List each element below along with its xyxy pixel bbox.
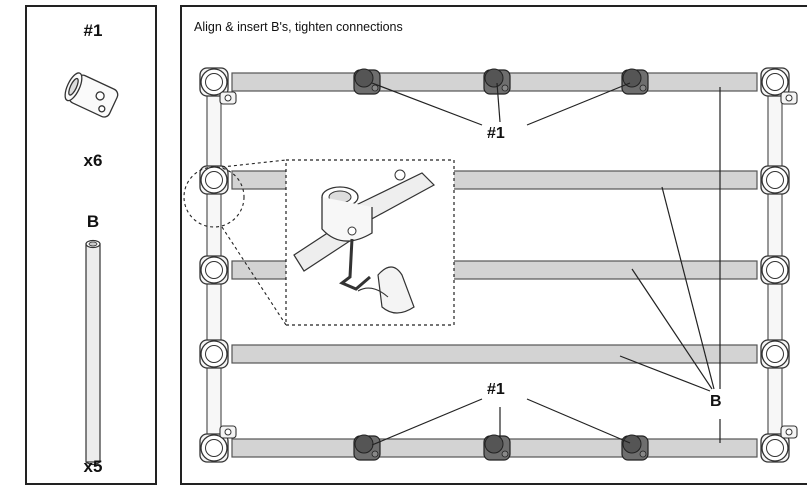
step-instruction: Align & insert B's, tighten connections (194, 20, 403, 34)
frame-diagram (183, 67, 798, 463)
right-fitting-row-5 (760, 425, 798, 463)
right-fitting-row-1 (760, 67, 798, 105)
connector-part-quantity: x6 (83, 151, 103, 170)
new-connector-bottom-2 (483, 434, 511, 461)
assembly-step-panel: Align & insert B's, tighten connections … (180, 5, 807, 485)
leader-bottom-3 (526, 398, 631, 444)
leader-top-2 (496, 82, 501, 123)
leader-b-4 (619, 355, 711, 392)
connector-part-id: #1 (83, 21, 103, 40)
pipe-part-icon (85, 239, 101, 466)
new-connector-top-1 (353, 68, 381, 95)
left-fitting-row-1 (199, 67, 237, 105)
left-fitting-row-2 (199, 165, 229, 195)
leader-bottom-1 (371, 398, 483, 446)
right-fitting-row-3 (760, 255, 790, 285)
new-connector-bottom-3 (621, 434, 649, 461)
b-pipe-row-4 (231, 344, 758, 364)
detail-magnify-circle (183, 166, 245, 228)
connector-callout-top: #1 (487, 125, 505, 142)
new-connector-top-2 (483, 68, 511, 95)
leader-b-3 (631, 268, 713, 390)
connector-part-icon (64, 72, 119, 118)
pipe-part-id: B (86, 212, 100, 231)
new-connector-top-3 (621, 68, 649, 95)
left-fitting-row-5 (199, 425, 237, 463)
leader-top-1 (371, 82, 483, 126)
left-fitting-row-4 (199, 339, 229, 369)
new-connector-bottom-1 (353, 434, 381, 461)
pipe-callout: B (710, 393, 722, 410)
left-fitting-row-3 (199, 255, 229, 285)
connector-callout-bottom: #1 (487, 381, 505, 398)
parts-list-panel: #1 x6 B x5 (25, 5, 157, 485)
detail-zoom-box (285, 159, 455, 326)
leader-b-2 (661, 186, 715, 390)
right-fitting-row-4 (760, 339, 790, 369)
right-fitting-row-2 (760, 165, 790, 195)
leader-top-3 (526, 82, 631, 126)
pipe-part-quantity: x5 (83, 457, 103, 476)
